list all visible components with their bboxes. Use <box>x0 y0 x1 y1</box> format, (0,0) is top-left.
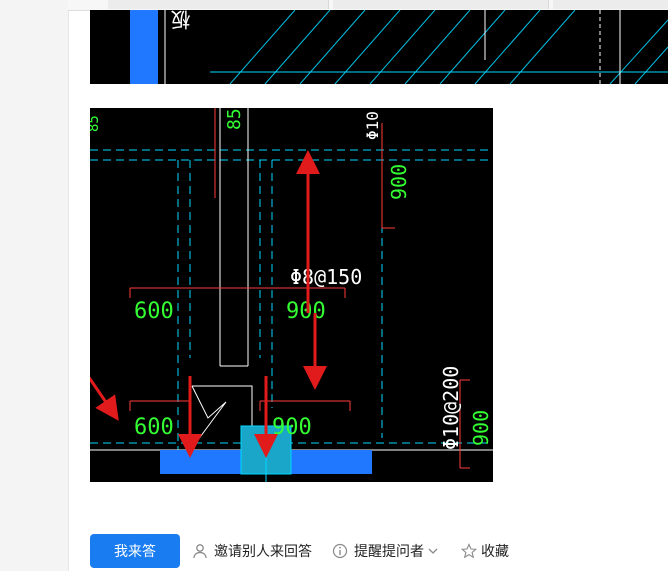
tab-stub-1[interactable] <box>108 0 329 9</box>
dim-right-top: 900 <box>286 299 326 324</box>
rebar-top-vertical: Φ10 <box>363 111 382 140</box>
remind-asker-button[interactable]: 提醒提问者 <box>332 541 439 561</box>
arrow-diagonal <box>90 376 119 421</box>
collect-button[interactable]: 收藏 <box>461 541 509 561</box>
remind-label: 提醒提问者 <box>354 544 424 560</box>
cad-image-top: 板顶 <box>90 10 668 84</box>
cad-image-main: 600 900 600 900 900 900 85 85 Φ8@150 Φ10… <box>90 108 493 482</box>
chevron-down-icon <box>427 545 439 557</box>
invite-answer-button[interactable]: 邀请别人来回答 <box>192 541 312 561</box>
person-icon <box>192 543 208 559</box>
answer-button[interactable]: 我来答 <box>90 534 180 568</box>
star-icon <box>461 543 477 559</box>
dim-right-bottom: 900 <box>272 415 312 440</box>
invite-label: 邀请别人来回答 <box>214 544 312 560</box>
tab-stub-2[interactable] <box>333 0 549 9</box>
dim-right-vertical: 900 <box>387 164 411 200</box>
info-circle-icon <box>332 543 348 559</box>
answer-action-bar: 我来答 邀请别人来回答 提醒提问者 收藏 <box>90 533 509 569</box>
dim-right-side: 900 <box>469 410 493 446</box>
collect-label: 收藏 <box>481 544 509 560</box>
left-gutter <box>0 0 69 571</box>
dim-top-edge: 85 <box>90 115 102 132</box>
rebar-right-vertical: Φ10@200 <box>439 366 463 450</box>
tab-stub-3[interactable] <box>553 0 668 9</box>
rebar-label: Φ8@150 <box>290 265 362 289</box>
dim-left-top: 600 <box>134 299 174 324</box>
dim-left-bottom: 600 <box>134 415 174 440</box>
top-vertical-text: 板顶 <box>170 10 194 30</box>
dim-top-partial: 85 <box>224 108 245 130</box>
